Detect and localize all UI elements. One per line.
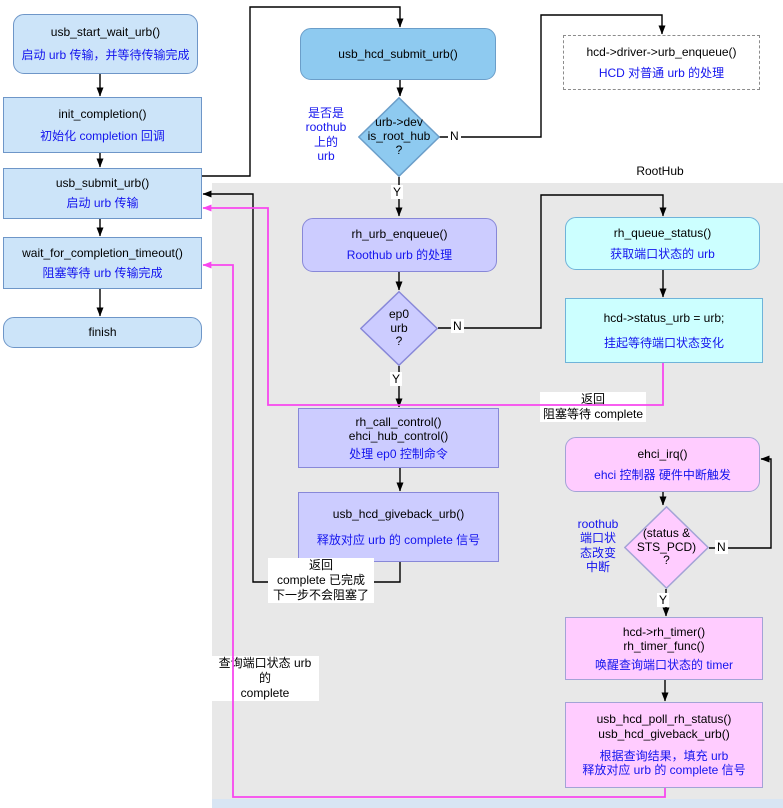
node-finish: finish	[3, 317, 202, 348]
node-init-completion: init_completion() 初始化 completion 回调	[3, 97, 202, 153]
annotation-return-block: 返回 阻塞等待 complete	[540, 392, 646, 422]
node-hcd-status-urb: hcd->status_urb = urb; 挂起等待端口状态变化	[565, 298, 763, 363]
node-hcd-driver-urb-enqueue: hcd->driver->urb_enqueue() HCD 对普通 urb 的…	[563, 35, 760, 90]
node-wait-for-completion-timeout: wait_for_completion_timeout() 阻塞等待 urb 传…	[3, 237, 202, 289]
branch-label-yes-2: Y	[390, 372, 403, 386]
node-is-root-hub-decision: urb->dev is_root_hub ?	[358, 97, 440, 177]
branch-label-no-3: N	[715, 540, 728, 554]
branch-label-yes-3: Y	[657, 593, 670, 607]
node-usb-start-wait-urb: usb_start_wait_urb() 启动 urb 传输，并等待传输完成	[13, 14, 198, 74]
node-rh-urb-enqueue: rh_urb_enqueue() Roothub urb 的处理	[302, 218, 497, 272]
node-usb-hcd-giveback-urb: usb_hcd_giveback_urb() 释放对应 urb 的 comple…	[298, 492, 499, 562]
bottom-panel-edge	[212, 799, 783, 808]
node-hcd-rh-timer: hcd->rh_timer() rh_timer_func() 唤醒查询端口状态…	[565, 617, 763, 680]
roothub-region-label: RootHub	[630, 164, 690, 179]
node-rh-queue-status: rh_queue_status() 获取端口状态的 urb	[565, 217, 760, 270]
branch-label-no-1: N	[448, 129, 461, 143]
annotation-query-complete: 查询端口状态 urb 的 complete	[211, 656, 319, 701]
node-ehci-irq: ehci_irq() ehci 控制器 硬件中断触发	[565, 437, 760, 492]
node-usb-hcd-submit-urb: usb_hcd_submit_urb()	[300, 28, 496, 80]
annotation-is-roothub-question: 是否是 roothub 上的 urb	[305, 106, 347, 164]
node-rh-call-control: rh_call_control() ehci_hub_control() 处理 …	[298, 408, 499, 468]
branch-label-yes-1: Y	[391, 185, 404, 199]
annotation-port-change-irq: roothub 端口状 态改变 中断	[577, 517, 619, 575]
annotation-return-complete: 返回 complete 已完成 下一步不会阻塞了	[268, 558, 374, 603]
node-usb-hcd-poll-rh-status: usb_hcd_poll_rh_status() usb_hcd_givebac…	[565, 702, 763, 788]
node-sts-pcd-decision: (status & STS_PCD) ?	[624, 506, 709, 589]
node-usb-submit-urb: usb_submit_urb() 启动 urb 传输	[3, 168, 202, 219]
branch-label-no-2: N	[451, 319, 464, 333]
node-ep0-decision: ep0 urb ?	[360, 291, 438, 366]
diamond-shape	[358, 97, 440, 177]
